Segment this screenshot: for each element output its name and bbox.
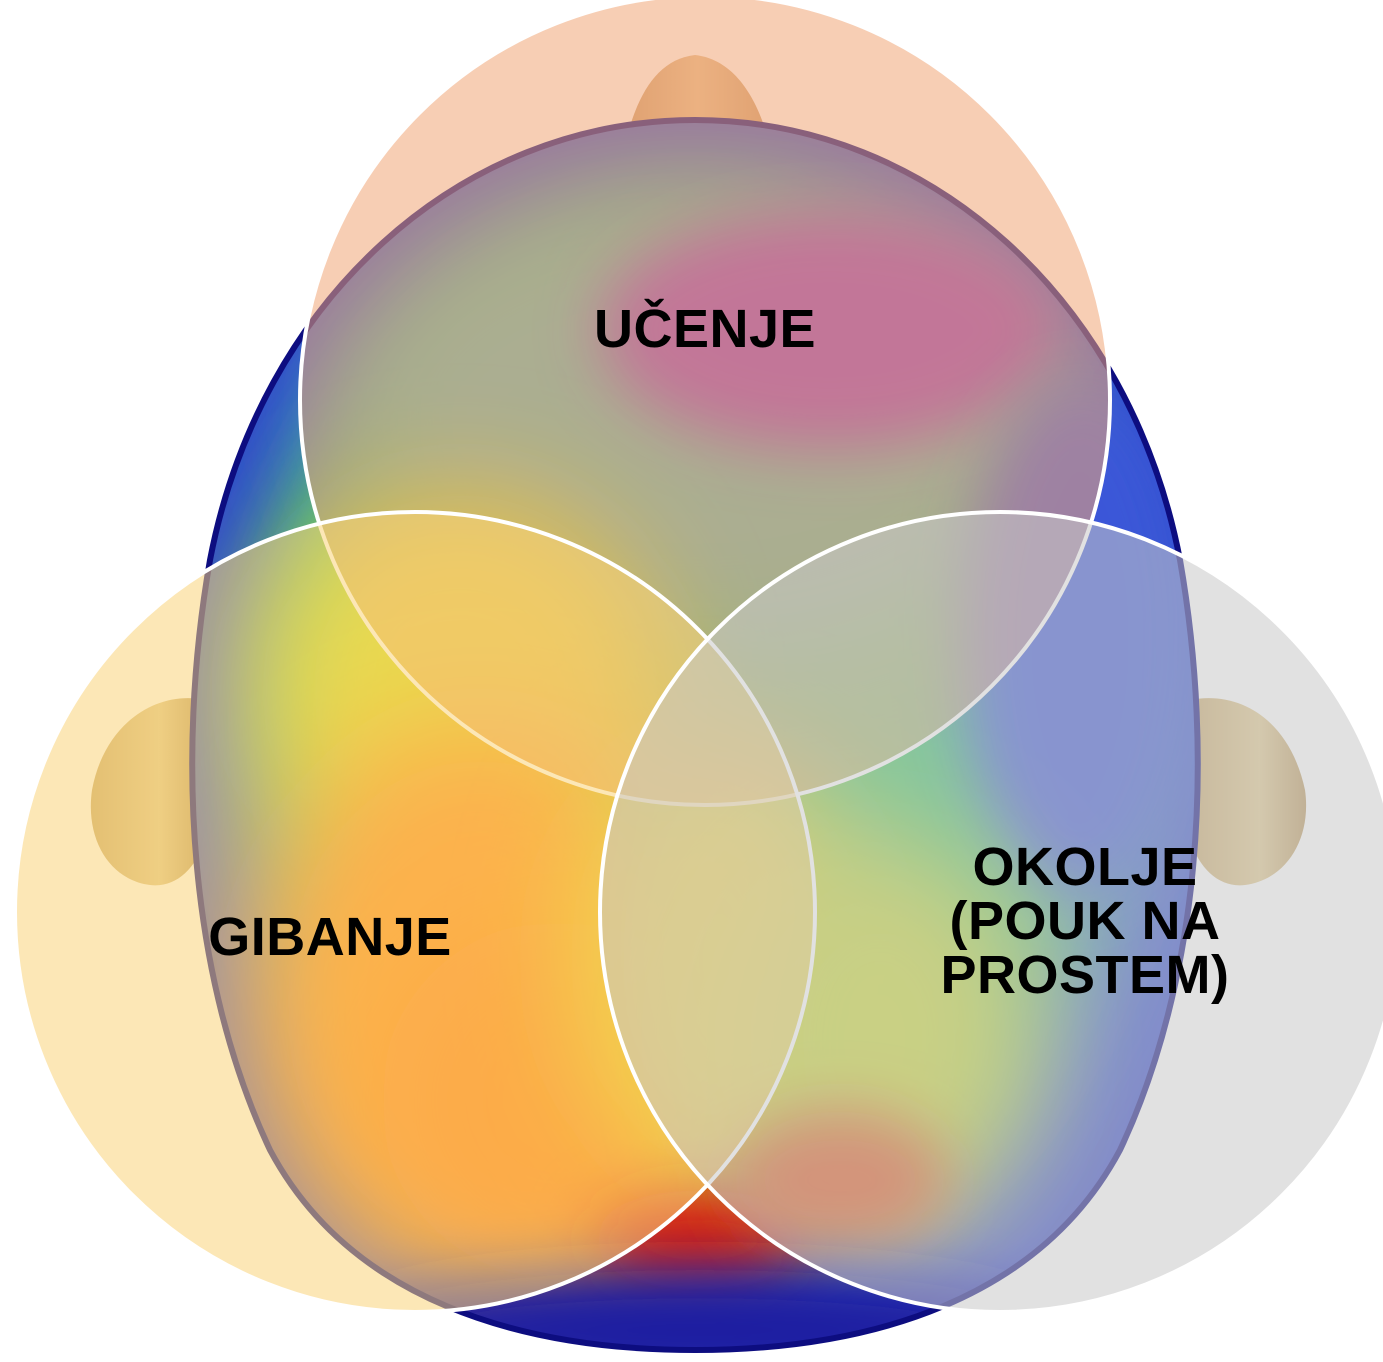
label-okolje: OKOLJE (POUK NA PROSTEM) (870, 840, 1300, 1002)
label-ucenje-line: UČENJE (520, 302, 890, 356)
label-gibanje-line: GIBANJE (170, 910, 490, 964)
label-okolje-line-1: OKOLJE (870, 840, 1300, 894)
label-ucenje: UČENJE (520, 302, 890, 356)
label-gibanje: GIBANJE (170, 910, 490, 964)
label-okolje-line-3: PROSTEM) (870, 948, 1300, 1002)
venn-circles (15, 0, 1383, 1312)
label-okolje-line-2: (POUK NA (870, 894, 1300, 948)
